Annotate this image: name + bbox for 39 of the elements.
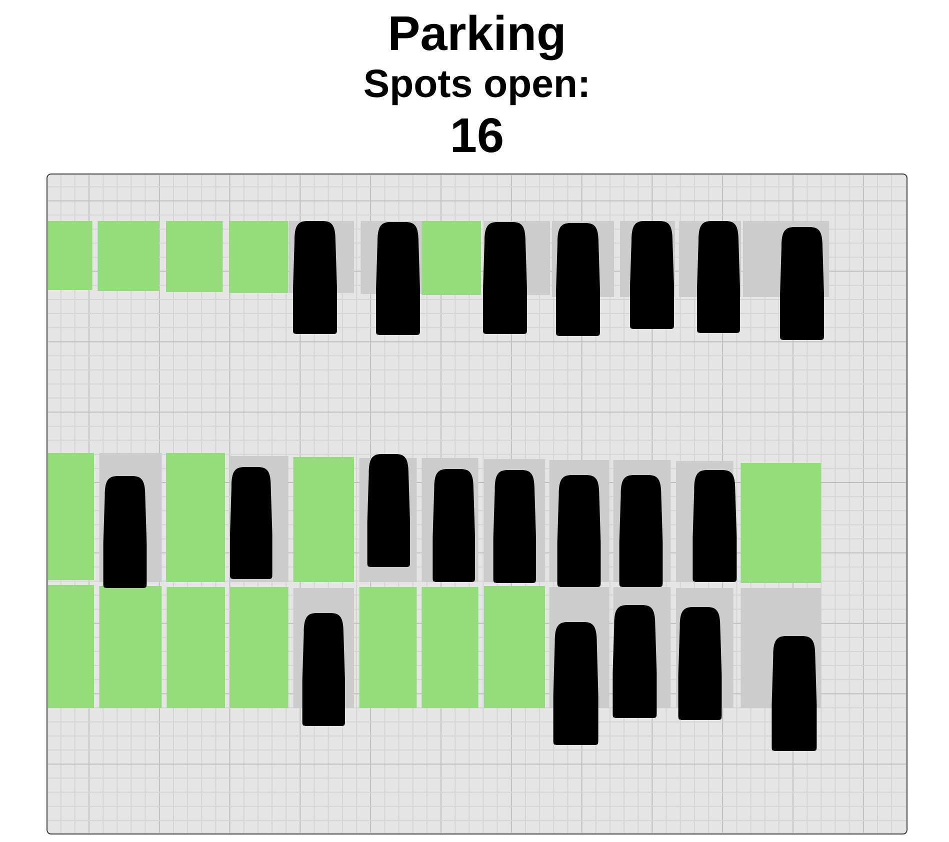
car	[630, 221, 674, 329]
car	[376, 222, 420, 335]
subtitle: Spots open:	[364, 70, 587, 106]
car	[302, 613, 345, 726]
title: Parking	[391, 14, 563, 60]
open-parking-space	[99, 586, 162, 708]
car	[556, 223, 600, 336]
open-parking-space	[422, 587, 478, 708]
car	[772, 636, 817, 751]
open-parking-space	[740, 463, 821, 583]
car	[103, 476, 147, 588]
open-parking-space	[166, 221, 223, 292]
car	[692, 470, 737, 582]
open-parking-space	[293, 457, 354, 582]
car	[230, 467, 272, 579]
car	[367, 454, 410, 567]
car	[697, 221, 740, 333]
car	[493, 470, 536, 583]
car	[483, 222, 527, 334]
open-parking-space	[484, 586, 545, 708]
car	[619, 475, 663, 587]
open-parking-space	[48, 453, 94, 580]
open-parking-space	[98, 221, 159, 291]
open-parking-space	[230, 587, 288, 708]
open-parking-space	[166, 587, 225, 708]
car	[553, 622, 598, 745]
open-parking-space	[359, 587, 417, 708]
open-parking-space	[422, 221, 481, 295]
car	[293, 221, 337, 334]
open-parking-space	[229, 221, 288, 293]
car	[780, 227, 824, 340]
car	[678, 607, 722, 720]
open-parking-space	[48, 221, 92, 290]
car	[612, 605, 657, 718]
car	[557, 475, 601, 587]
open-parking-space	[48, 585, 94, 708]
open-parking-space	[166, 453, 225, 582]
car	[432, 469, 475, 582]
count-number: 16	[453, 118, 502, 152]
